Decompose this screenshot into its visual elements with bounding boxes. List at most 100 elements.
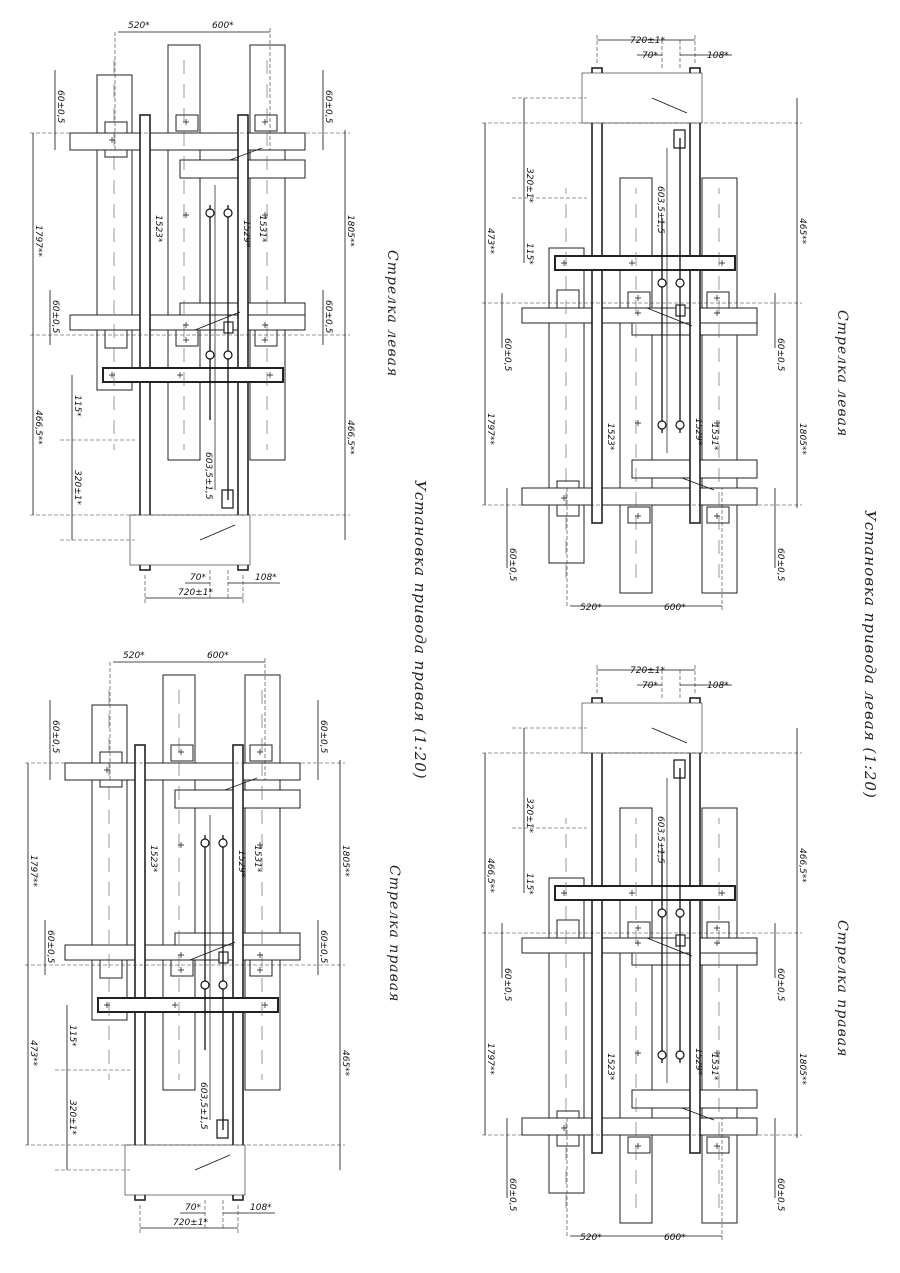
dimension-label-d720: 720±1* <box>173 1218 208 1228</box>
pivot-circle <box>657 908 667 918</box>
dimension-label-d1797: 1797** <box>485 1043 495 1075</box>
bolt-cross <box>714 1050 720 1056</box>
dimension-label-r_top: 60±0,5 <box>318 720 328 754</box>
dimension-label-r_top: 60±0,5 <box>775 1178 785 1212</box>
plate <box>254 114 278 132</box>
bolt-cross <box>714 310 720 316</box>
dimension-label-d115: 115* <box>72 395 82 417</box>
bolt-cross <box>714 295 720 301</box>
bolt-cross <box>719 260 725 266</box>
plate <box>175 329 199 347</box>
pivot-circle <box>205 208 215 218</box>
dimension-label-d70: 70* <box>185 1203 201 1213</box>
bolt-cross <box>714 513 720 519</box>
bolt-cross <box>635 1143 641 1149</box>
dimension-label-r_mid: 60±0,5 <box>318 930 328 964</box>
bolt-cross <box>714 940 720 946</box>
bolt-cross <box>257 842 263 848</box>
crossbar <box>554 255 736 271</box>
dimension-label-l_mid: 60±0,5 <box>45 930 55 964</box>
plate <box>627 291 651 309</box>
dimension-label-d1805: 1805** <box>345 215 355 247</box>
dimension-label-l_bot: 466,5** <box>485 858 495 893</box>
dimension-label-l_mid: 60±0,5 <box>502 338 512 372</box>
dimension-label-d115: 115* <box>524 243 534 265</box>
rail-upper <box>521 1117 758 1136</box>
bolt-cross <box>267 372 273 378</box>
dimension-label-r_bot: 465** <box>340 1050 350 1077</box>
bolt-cross <box>561 890 567 896</box>
panel-caption: Стрелка правая <box>834 920 850 1057</box>
bolt-cross <box>635 925 641 931</box>
dimension-label-d70: 70* <box>642 51 658 61</box>
dimension-label-d1797: 1797** <box>485 413 495 445</box>
dimension-label-l_top: 60±0,5 <box>55 90 65 124</box>
bolt-cross <box>262 1002 268 1008</box>
rail-lower <box>521 307 758 324</box>
bolt-cross <box>629 890 635 896</box>
stock-rail-left <box>139 114 151 571</box>
dimension-label-r_mid: 60±0,5 <box>775 968 785 1002</box>
dimension-label-d115: 115* <box>524 873 534 895</box>
plate <box>556 289 580 309</box>
stock-rail-right <box>237 114 249 571</box>
slash <box>229 147 263 161</box>
dimension-label-d108: 108* <box>250 1203 272 1213</box>
dimension-label-d520: 520* <box>580 603 602 613</box>
pivot-circle <box>205 350 215 360</box>
pivot-circle <box>675 908 685 918</box>
dimension-label-d600: 600* <box>212 21 234 31</box>
dimension-label-d603: 603,5±1,5 <box>203 452 213 500</box>
rail-upper <box>69 132 306 151</box>
crossbar <box>102 367 284 383</box>
pivot-circle <box>657 420 667 430</box>
pivot-circle <box>200 980 210 990</box>
dimension-label-d1805: 1805** <box>797 1053 807 1085</box>
bolt-cross <box>178 952 184 958</box>
dimension-label-r_mid: 60±0,5 <box>323 300 333 334</box>
slash <box>651 97 688 114</box>
plate <box>706 506 730 524</box>
dimension-label-d70: 70* <box>190 573 206 583</box>
stock-rail-right <box>689 67 701 524</box>
dimension-label-d320: 320±1* <box>524 798 534 833</box>
bolt-cross <box>561 260 567 266</box>
bolt-cross <box>183 322 189 328</box>
slash <box>681 477 715 491</box>
bolt-cross <box>178 842 184 848</box>
dimension-label-d1805: 1805** <box>797 423 807 455</box>
bolt-cross <box>719 890 725 896</box>
bolt-cross <box>714 1143 720 1149</box>
stock-rail-left <box>134 744 146 1201</box>
dimension-label-d1531: 1531* <box>252 845 262 873</box>
tie-end <box>124 1144 246 1196</box>
pivot-circle <box>223 350 233 360</box>
dimension-label-l_bot: 473** <box>485 228 495 255</box>
plate <box>99 959 123 979</box>
tie-end <box>581 702 703 754</box>
dimension-label-d1531: 1531* <box>257 215 267 243</box>
bolt-cross <box>104 1002 110 1008</box>
dimension-label-l_bot: 466,5** <box>33 410 43 445</box>
dimension-label-r_top: 60±0,5 <box>323 90 333 124</box>
bolt-cross <box>635 513 641 519</box>
bolt-cross <box>178 749 184 755</box>
bolt-cross <box>714 925 720 931</box>
dimension-label-d603: 603,5±1,5 <box>655 816 665 864</box>
dimension-label-d320: 320±1* <box>67 1100 77 1135</box>
dimension-label-r_bot: 466,5** <box>797 848 807 883</box>
pivot-circle <box>200 838 210 848</box>
dimension-label-d1797: 1797** <box>28 855 38 887</box>
dimension-label-d520: 520* <box>123 651 145 661</box>
stock-rail-left <box>591 67 603 524</box>
bolt-cross <box>257 967 263 973</box>
dimension-label-d600: 600* <box>207 651 229 661</box>
rail-upper <box>521 487 758 506</box>
panel-geometry <box>25 658 345 1235</box>
dimension-label-l_bot: 473** <box>28 1040 38 1067</box>
dimension-label-l_mid: 60±0,5 <box>502 968 512 1002</box>
panel-geometry <box>482 33 802 610</box>
dimension-label-d1531: 1531* <box>709 1053 719 1081</box>
slash <box>194 1154 231 1171</box>
